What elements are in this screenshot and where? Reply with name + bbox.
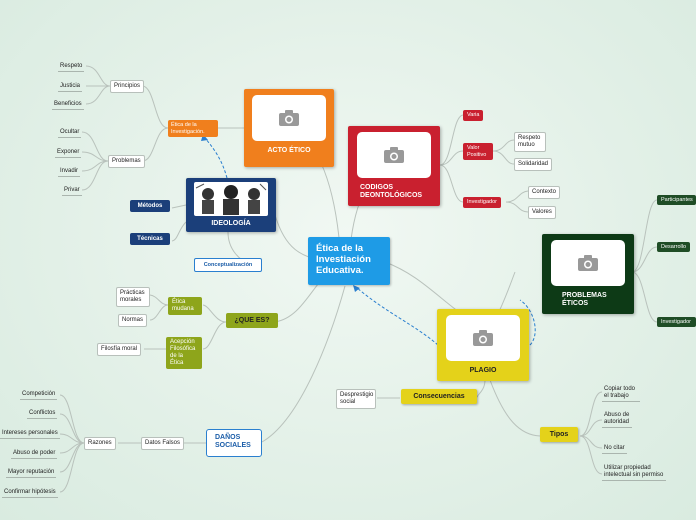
- varia-node[interactable]: Varia: [463, 110, 484, 121]
- metodos-node[interactable]: Métodos: [130, 200, 170, 212]
- image-placeholder-icon: [252, 95, 326, 141]
- desarrollo-node[interactable]: Desarrollo: [657, 242, 691, 252]
- practicas-morales-node[interactable]: Prácticas morales: [116, 287, 150, 307]
- problemas-eticos-node[interactable]: PROBLEMAS ÉTICOS: [542, 234, 634, 314]
- tipos-item-abuso[interactable]: Abuso de autoridad: [602, 411, 632, 428]
- ideologia-label: IDEOLOGÍA: [211, 220, 251, 227]
- danos-sociales-node[interactable]: DAÑOS SOCIALES: [206, 429, 262, 457]
- tipos-node[interactable]: Tipos: [540, 427, 578, 442]
- problemas-item-privar[interactable]: Privar: [62, 186, 82, 196]
- razones-node[interactable]: Razones: [84, 437, 116, 450]
- datos-falsos-node[interactable]: Datos Falsos: [141, 437, 185, 450]
- codigos-label: CODIGOS DEONTOLÓGICOS: [360, 184, 423, 199]
- tipos-item-copiar[interactable]: Copiar todo el trabajo: [602, 385, 640, 402]
- problemas-item-ocultar[interactable]: Ocultar: [58, 128, 82, 138]
- acto-etico-label: ACTO ÉTICO: [267, 147, 311, 154]
- filosofia-moral-node[interactable]: Filosfía moral: [97, 343, 142, 356]
- tipos-item-utilizar[interactable]: Utilizar propiedad intelectual sin permi…: [602, 464, 666, 481]
- razones-item-competicion[interactable]: Competición: [20, 390, 58, 400]
- razones-item-abuso[interactable]: Abuso de poder: [11, 449, 58, 459]
- ideologia-image: [194, 182, 268, 216]
- tipos-item-no-citar[interactable]: No citar: [602, 444, 627, 454]
- contexto-node[interactable]: Contexto: [528, 186, 561, 199]
- razones-item-reputacion[interactable]: Mayor reputación: [6, 468, 57, 478]
- valor-positivo-node[interactable]: Valor Positivo: [463, 143, 493, 160]
- principios-item-justicia[interactable]: Justicia: [58, 82, 83, 92]
- participantes-node[interactable]: Participantes: [657, 195, 696, 205]
- codigos-node[interactable]: CODIGOS DEONTOLÓGICOS: [348, 126, 440, 206]
- desprestigio-social-node[interactable]: Desprestigio social: [336, 389, 376, 409]
- principios-item-respeto[interactable]: Respeto: [58, 62, 85, 72]
- plagio-label: PLAGIO: [469, 367, 497, 374]
- ideologia-node[interactable]: IDEOLOGÍA: [186, 178, 276, 232]
- problemas-eticos-label: PROBLEMAS ÉTICOS: [562, 292, 607, 307]
- acto-etico-node[interactable]: ACTO ÉTICO: [244, 89, 334, 167]
- conceptualizacion-node[interactable]: Conceptualización: [194, 258, 262, 272]
- normas-node[interactable]: Normas: [118, 314, 148, 327]
- central-topic-label: Ética de la Investiación Educativa.: [316, 243, 371, 276]
- problemas-item-exponer[interactable]: Exponer: [55, 148, 82, 158]
- valores-node[interactable]: Valores: [528, 206, 556, 219]
- razones-item-hipotesis[interactable]: Confirmar hipótesis: [2, 488, 58, 498]
- problemas-node[interactable]: Problemas: [108, 155, 145, 168]
- que-es-node[interactable]: ¿QUE ES?: [226, 313, 278, 328]
- investigador-problemas-node[interactable]: Investigador: [657, 317, 696, 327]
- razones-item-intereses[interactable]: Intereses personales: [0, 429, 60, 439]
- etica-mudana-node[interactable]: Ética mudana: [168, 297, 202, 315]
- razones-item-conflictos[interactable]: Conflictos: [27, 409, 58, 419]
- principios-node[interactable]: Principios: [110, 80, 145, 93]
- respeto-mutuo-node[interactable]: Respeto mutuo: [514, 132, 546, 152]
- tecnicas-node[interactable]: Técnicas: [130, 233, 170, 245]
- solidaridad-node[interactable]: Solidaridad: [514, 158, 553, 171]
- investigador-codigos-node[interactable]: Investigador: [463, 197, 501, 208]
- problemas-item-invadir[interactable]: Invadir: [58, 167, 81, 177]
- plagio-node[interactable]: PLAGIO: [437, 309, 529, 381]
- principios-item-beneficios[interactable]: Beneficios: [52, 100, 84, 110]
- etica-investigacion-node[interactable]: Ética de la Investigación.: [168, 120, 218, 137]
- consecuencias-node[interactable]: Consecuencias: [401, 389, 477, 404]
- central-topic[interactable]: Ética de la Investiación Educativa.: [308, 237, 390, 285]
- image-placeholder-icon: [357, 132, 431, 178]
- image-placeholder-icon: [551, 240, 625, 286]
- acepcion-filosofica-node[interactable]: Acepción Filosófica de la Ética: [166, 337, 202, 369]
- image-placeholder-icon: [446, 315, 520, 361]
